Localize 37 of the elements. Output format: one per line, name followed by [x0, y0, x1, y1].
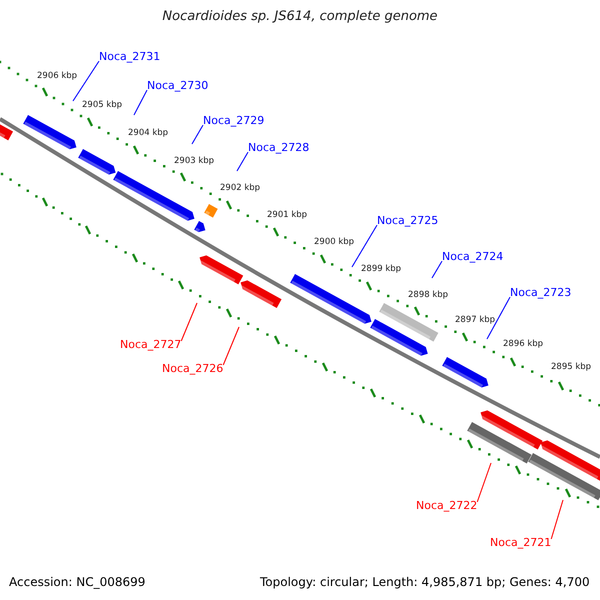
- scale-label: 2899 kbp: [361, 265, 402, 274]
- gene-label: Noca_2729: [203, 115, 264, 128]
- gene-label: Noca_2728: [248, 142, 310, 154]
- scale-label: 2901 kbp: [267, 211, 308, 220]
- leader-line: [192, 124, 204, 144]
- scale-label: 2903 kbp: [174, 157, 214, 166]
- gene-label: Noca_2727: [120, 339, 182, 352]
- gene-label: Noca_2725: [377, 215, 438, 228]
- leader-line: [72, 60, 100, 102]
- scale-label: 2906 kbp: [37, 72, 78, 82]
- leader-line: [486, 296, 510, 340]
- scale-label: 2900 kbp: [314, 238, 354, 248]
- footer-text: Topology: circular; Length: 4,985,871 bp; Genes: 4,700: [260, 576, 590, 590]
- gene-label: Noca_2726: [162, 363, 224, 376]
- gene-label: Noca_2731: [99, 51, 160, 64]
- scale-label: 2895 kbp: [551, 363, 592, 372]
- scale-label: 2904 kbp: [128, 129, 168, 138]
- gene-label: Noca_2723: [510, 287, 572, 300]
- scale-label: 2898 kbp: [408, 291, 448, 300]
- leader-line: [180, 302, 198, 342]
- leader-line: [550, 500, 564, 540]
- leader-line: [352, 224, 378, 268]
- scale-label: 2897 kbp: [455, 316, 496, 326]
- gene-label: Noca_2721: [490, 537, 552, 550]
- scale-label: 2896 kbp: [503, 340, 544, 350]
- leader-line: [236, 152, 248, 172]
- leader-line: [476, 462, 492, 502]
- footer-text: Accession: NC_008699: [9, 576, 146, 590]
- scale-label: 2905 kbp: [82, 101, 122, 110]
- leader-line: [222, 326, 240, 366]
- gene-label: Noca_2724: [442, 251, 504, 264]
- leader-line: [134, 90, 148, 116]
- chart-title: Nocardioides sp. JS614, complete genome: [161, 10, 439, 24]
- gene-label: Noca_2730: [147, 80, 208, 92]
- leader-line: [432, 260, 442, 278]
- scale-label: 2902 kbp: [220, 184, 260, 194]
- gene-label: Noca_2722: [416, 500, 478, 512]
